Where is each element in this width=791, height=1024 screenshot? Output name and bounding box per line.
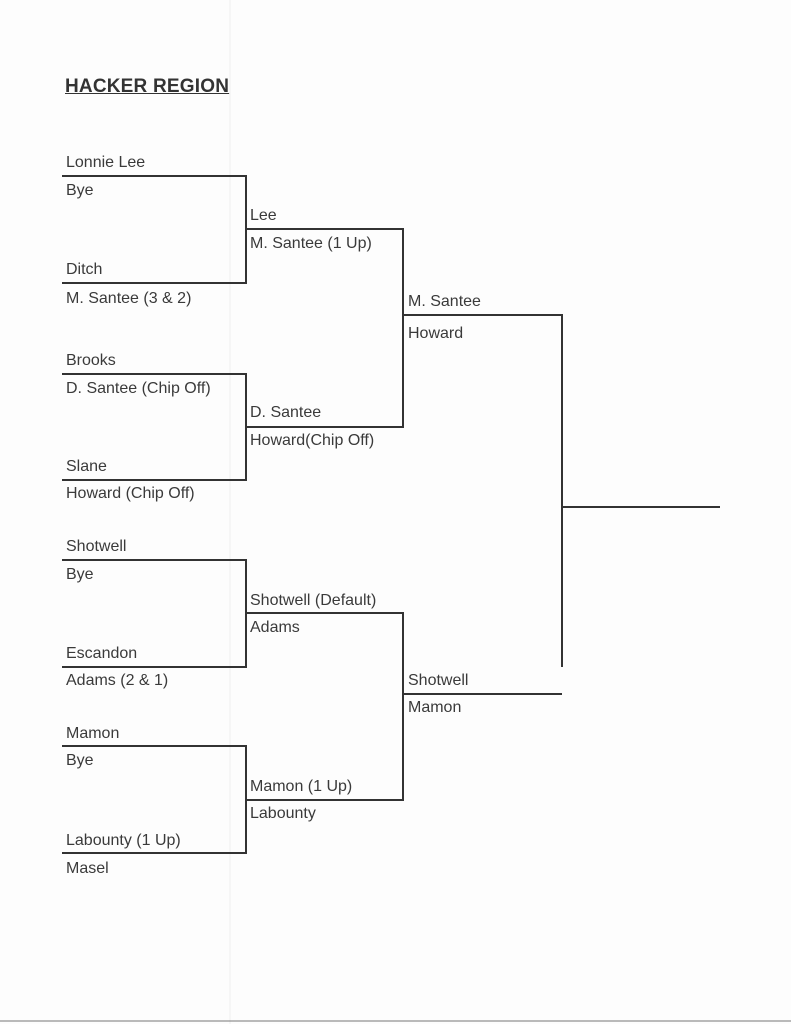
r1-m4-mid: Bye	[66, 752, 94, 769]
r2-m3-below: Adams	[250, 619, 300, 636]
r2-bracket-2	[246, 612, 404, 801]
r2-bracket-1	[246, 228, 404, 428]
r3-m2-above: Shotwell	[408, 672, 469, 689]
r1-m4-bottom-above: Labounty (1 Up)	[66, 832, 181, 849]
r1-m1-top: Lonnie Lee	[66, 154, 146, 171]
r1-m1-bottom-above: Ditch	[66, 261, 103, 278]
r1-m3-top: Shotwell	[66, 538, 127, 555]
r2-m4-below: Labounty	[250, 805, 316, 822]
page-title: HACKER REGION	[65, 76, 230, 97]
r2-m2-above: D. Santee	[250, 404, 322, 421]
r1-m2-bottom-below: Howard (Chip Off)	[66, 485, 195, 502]
r1-m2-mid: D. Santee (Chip Off)	[66, 380, 211, 397]
r3-m1-above: M. Santee	[408, 293, 481, 310]
r2-m3-above: Shotwell (Default)	[250, 592, 377, 609]
r3-m2-below: Mamon	[408, 699, 462, 716]
r3-bracket-top	[403, 314, 563, 667]
r1-m1-bottom-below: M. Santee (3 & 2)	[66, 290, 192, 307]
r1-m2-top: Brooks	[66, 352, 116, 369]
r1-m4-bottom-below: Masel	[66, 860, 109, 877]
r1-m2-bottom-above: Slane	[66, 458, 107, 475]
r1-m3-mid: Bye	[66, 566, 94, 583]
r1-m1-mid: Bye	[66, 182, 94, 199]
r3-m1-below: Howard	[408, 325, 464, 342]
r1-m4-top: Mamon	[66, 725, 120, 742]
r2-m2-below: Howard(Chip Off)	[250, 432, 375, 449]
r1-m3-bottom-below: Adams (2 & 1)	[66, 672, 169, 689]
r2-m1-above: Lee	[250, 207, 277, 224]
r2-m4-above: Mamon (1 Up)	[250, 778, 353, 795]
r2-m1-below: M. Santee (1 Up)	[250, 235, 372, 252]
r1-m3-bottom-above: Escandon	[66, 645, 138, 662]
